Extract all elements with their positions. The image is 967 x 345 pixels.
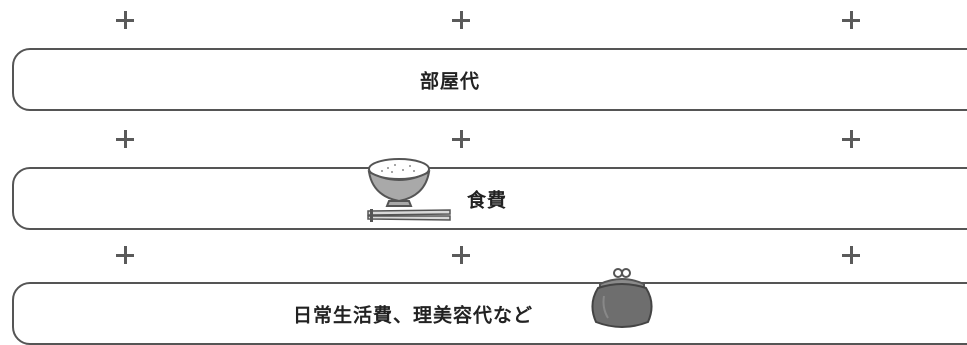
food-fee-box: 食費 (12, 167, 967, 230)
rice-bowl-icon (367, 158, 451, 222)
plus-sign (841, 10, 861, 30)
living-expenses-box: 日常生活費、理美容代など (12, 282, 967, 345)
plus-sign (451, 245, 471, 265)
coin-purse-icon (591, 268, 653, 328)
room-fee-box: 部屋代 (12, 48, 967, 111)
plus-sign (115, 10, 135, 30)
plus-sign (841, 129, 861, 149)
room-fee-label: 部屋代 (420, 70, 481, 92)
food-fee-label: 食費 (467, 189, 508, 211)
chopsticks-icon (367, 209, 451, 222)
plus-sign (115, 245, 135, 265)
plus-sign (451, 10, 471, 30)
plus-sign (841, 245, 861, 265)
plus-sign (451, 129, 471, 149)
plus-sign (115, 129, 135, 149)
living-expenses-label: 日常生活費、理美容代など (293, 304, 534, 326)
